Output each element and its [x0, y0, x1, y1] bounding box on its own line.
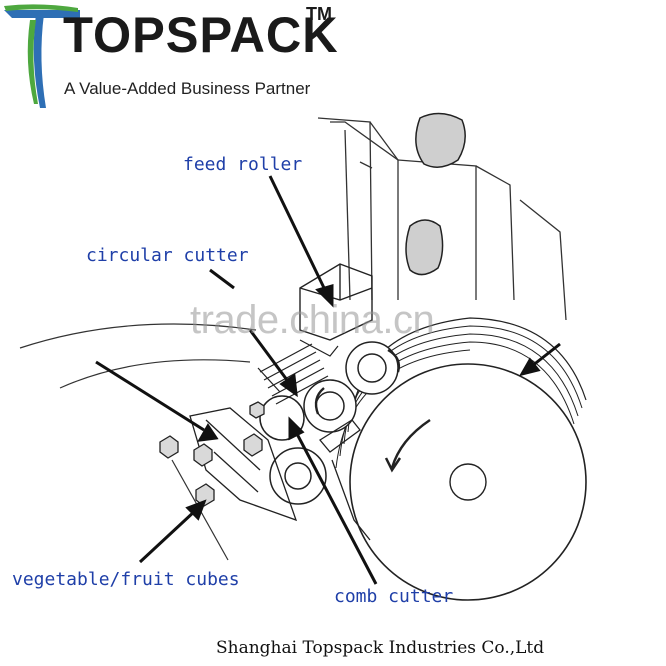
- conveyor: [19, 323, 257, 561]
- logo-mark: [4, 4, 80, 108]
- circular-cutter-blades: [257, 339, 339, 405]
- watermark: trade.china.cn: [190, 298, 435, 342]
- brand-name: TOPSPACK: [63, 7, 339, 63]
- feed-roller-label: feed roller: [183, 154, 303, 175]
- vegetable-fruit-cubes-label: vegetable/fruit cubes: [12, 569, 240, 590]
- brand-tagline: A Value-Added Business Partner: [64, 79, 311, 98]
- machine-housing: [317, 117, 567, 321]
- cubes: [159, 401, 265, 507]
- comb-cutter-plate: [189, 407, 371, 541]
- company-footer: Shanghai Topspack Industries Co.,Ltd: [216, 638, 545, 658]
- leader-lines: [95, 175, 561, 585]
- large-drum: [335, 317, 587, 601]
- circular-cutter-label: circular cutter: [86, 245, 249, 266]
- feed-chute: [299, 263, 373, 341]
- produce-pieces: [405, 112, 466, 276]
- trademark-symbol: TM: [306, 4, 332, 24]
- comb-cutter-label: comb cutter: [334, 586, 454, 607]
